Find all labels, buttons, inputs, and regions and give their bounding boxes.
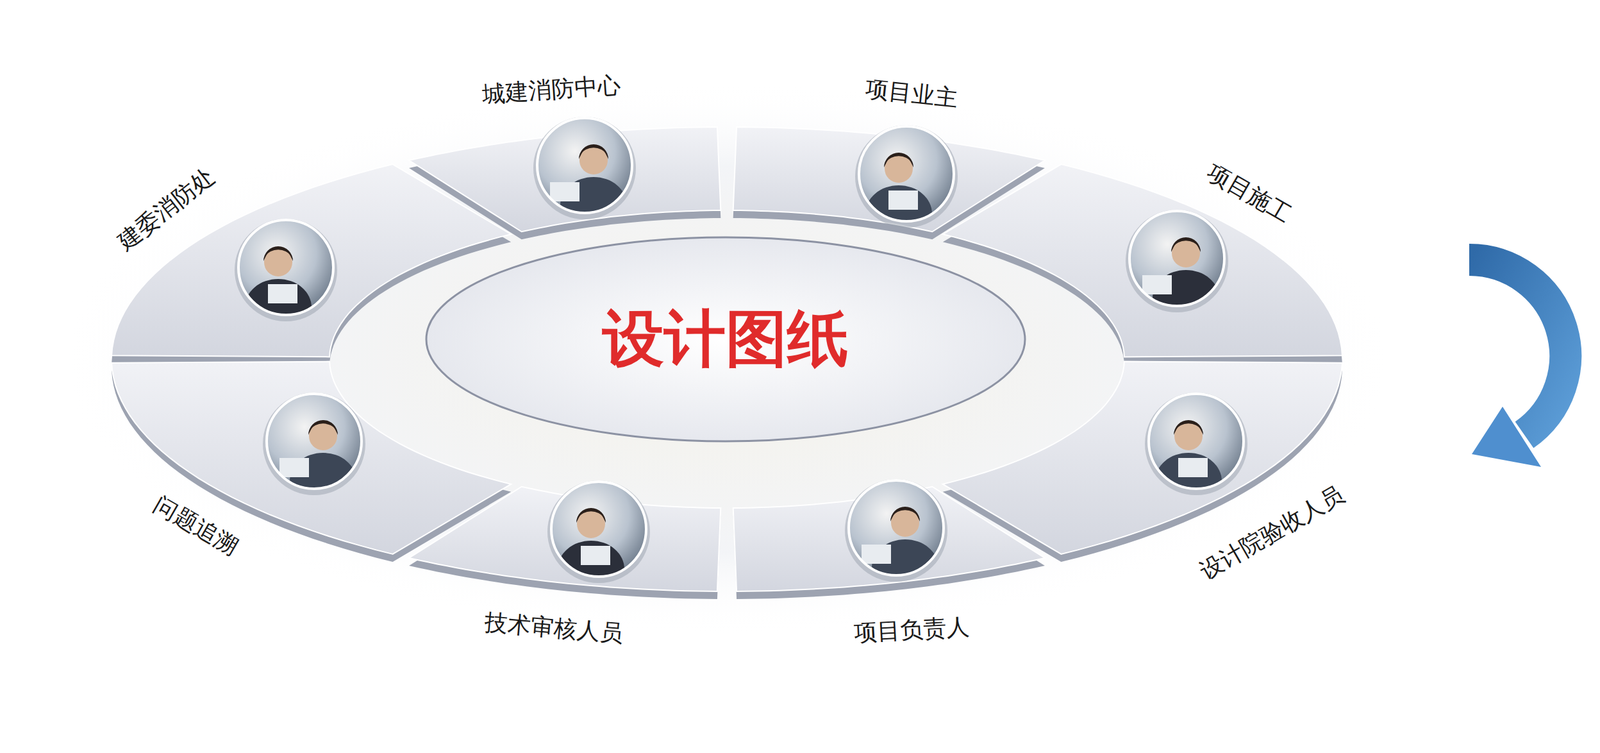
person-hair bbox=[308, 419, 338, 435]
desk-item bbox=[550, 182, 580, 202]
person-hair bbox=[883, 152, 914, 168]
person-photo bbox=[537, 117, 633, 234]
node-label: 项目负责人 bbox=[853, 612, 970, 647]
ring-segment: 问题追溯 bbox=[107, 357, 516, 566]
photo-background bbox=[238, 219, 334, 315]
ring-segment: 项目负责人 bbox=[728, 471, 1049, 651]
ring-glow bbox=[60, 83, 1394, 635]
node-label: 设计图纸 bbox=[602, 301, 849, 376]
person-body bbox=[557, 540, 625, 597]
person-hair bbox=[576, 507, 606, 523]
desk-item bbox=[888, 190, 918, 210]
person-body bbox=[244, 278, 312, 336]
photo-frame bbox=[266, 393, 362, 489]
photo-frame bbox=[1148, 393, 1244, 489]
photo-frame bbox=[858, 126, 954, 222]
ring-segment: 城建消防中心 bbox=[405, 66, 725, 244]
person-photo bbox=[238, 219, 334, 336]
person-hair bbox=[1171, 237, 1201, 252]
desk-item bbox=[861, 544, 892, 564]
person-photo bbox=[1129, 210, 1225, 327]
person-hair bbox=[578, 144, 609, 159]
photo-frame bbox=[537, 117, 633, 213]
person-photo bbox=[266, 393, 362, 509]
node-label: 项目业主 bbox=[864, 75, 959, 113]
photo-background bbox=[858, 126, 954, 222]
photo-background bbox=[1148, 393, 1244, 489]
desk-item bbox=[1142, 275, 1172, 295]
person-hair bbox=[890, 506, 920, 522]
person-hair bbox=[263, 246, 293, 261]
photo-frame bbox=[238, 219, 334, 315]
photo-frame bbox=[848, 480, 944, 575]
person-photo bbox=[848, 480, 944, 596]
desk-item bbox=[580, 545, 611, 565]
person-body bbox=[1155, 452, 1222, 509]
person-photo bbox=[551, 481, 647, 597]
cycle-arrow-body bbox=[1469, 259, 1566, 435]
person-photo bbox=[1148, 393, 1244, 509]
person-photo bbox=[858, 126, 954, 242]
person-body bbox=[865, 185, 933, 242]
segment-shape bbox=[107, 357, 516, 566]
center-ellipse-outline bbox=[426, 237, 1025, 442]
node-label: 城建消防中心 bbox=[481, 71, 622, 109]
desk-item bbox=[279, 457, 309, 477]
photo-frame bbox=[1129, 210, 1225, 306]
desk-item bbox=[1178, 457, 1208, 477]
center-ellipse: 设计图纸 bbox=[423, 234, 1028, 444]
photo-background bbox=[551, 481, 647, 577]
node-label: 技术审核人员 bbox=[483, 607, 625, 648]
person-hair bbox=[1173, 419, 1204, 435]
desk-item bbox=[267, 283, 298, 304]
cycle-arrow-head bbox=[1471, 406, 1542, 467]
photo-frame bbox=[551, 481, 647, 577]
